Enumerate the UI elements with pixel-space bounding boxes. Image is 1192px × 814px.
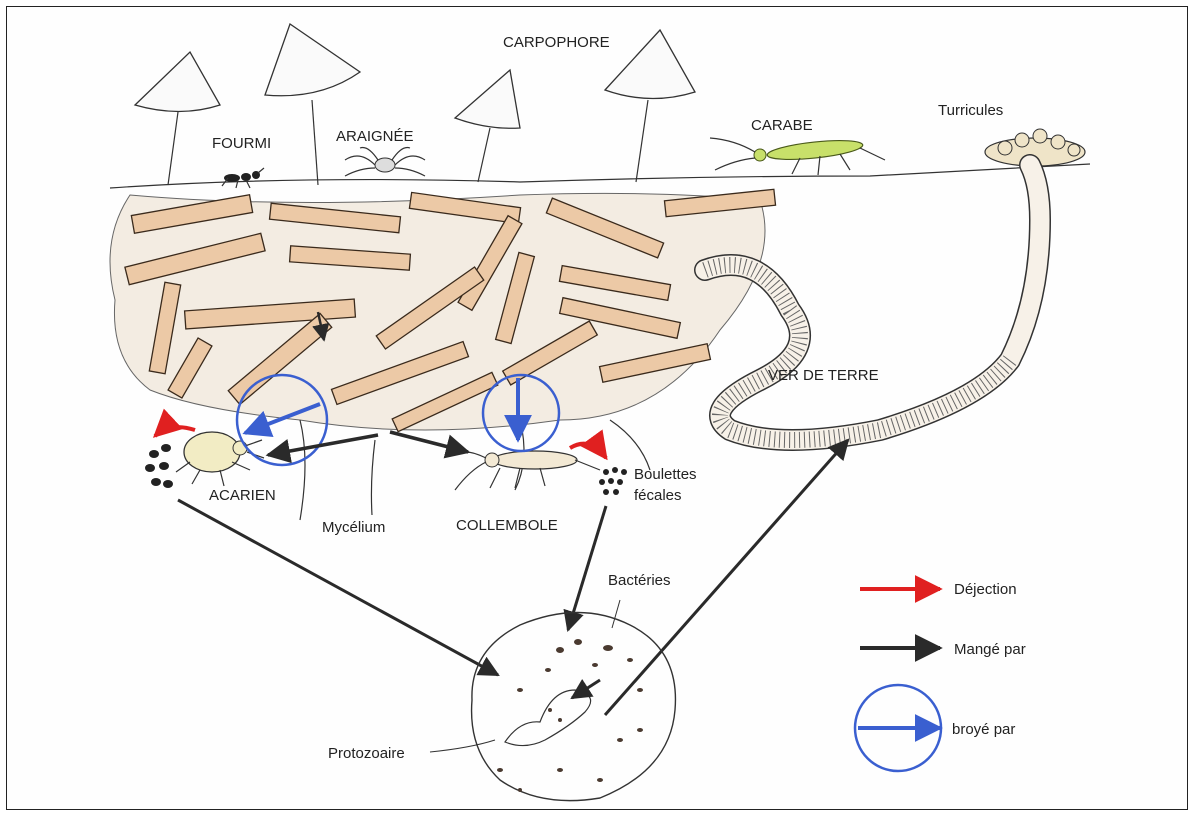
label-protozoaire: Protozoaire bbox=[328, 745, 405, 762]
fecal-pellets bbox=[599, 467, 627, 495]
acarien-mite bbox=[176, 432, 264, 486]
label-ver-de-terre: VER DE TERRE bbox=[768, 367, 879, 384]
carabe-beetle bbox=[710, 137, 885, 175]
label-acarien: ACARIEN bbox=[209, 487, 276, 504]
mushrooms bbox=[135, 24, 695, 185]
label-collembole: COLLEMBOLE bbox=[456, 517, 558, 534]
acarien-dejections bbox=[145, 444, 173, 488]
legend: Déjection Mangé par broyé par bbox=[855, 581, 1026, 771]
microsite bbox=[430, 600, 675, 801]
legend-grinding-label: broyé par bbox=[952, 721, 1015, 738]
mushroom-3 bbox=[455, 70, 520, 182]
label-carpophore: CARPOPHORE bbox=[503, 34, 610, 51]
eaten-arrow-mycelium-collembole bbox=[390, 432, 468, 452]
mushroom-1 bbox=[135, 52, 220, 185]
legend-eaten-label: Mangé par bbox=[954, 641, 1026, 658]
mushroom-2 bbox=[265, 24, 360, 185]
label-turricules: Turricules bbox=[938, 102, 1003, 119]
label-carabe: CARABE bbox=[751, 117, 813, 134]
label-araignee: ARAIGNÉE bbox=[336, 128, 414, 145]
label-mycelium: Mycélium bbox=[322, 519, 385, 536]
mycelium-threads bbox=[300, 420, 650, 520]
dejection-arrow-collembole bbox=[570, 444, 606, 458]
label-boulettes: Boulettes bbox=[634, 466, 697, 483]
bacteria-dots bbox=[497, 639, 643, 792]
label-fourmi: FOURMI bbox=[212, 135, 271, 152]
dejection-arrow-acarien bbox=[155, 427, 195, 436]
label-fecales: fécales bbox=[634, 487, 682, 504]
spider bbox=[345, 148, 425, 177]
mushroom-4 bbox=[605, 30, 695, 182]
collembole-springtail bbox=[455, 451, 600, 490]
label-bacteries: Bactéries bbox=[608, 572, 671, 589]
litter-layer bbox=[110, 189, 776, 431]
ant bbox=[222, 168, 264, 188]
legend-dejection-label: Déjection bbox=[954, 581, 1017, 598]
eaten-arrow-pellets-microsite bbox=[568, 506, 606, 630]
